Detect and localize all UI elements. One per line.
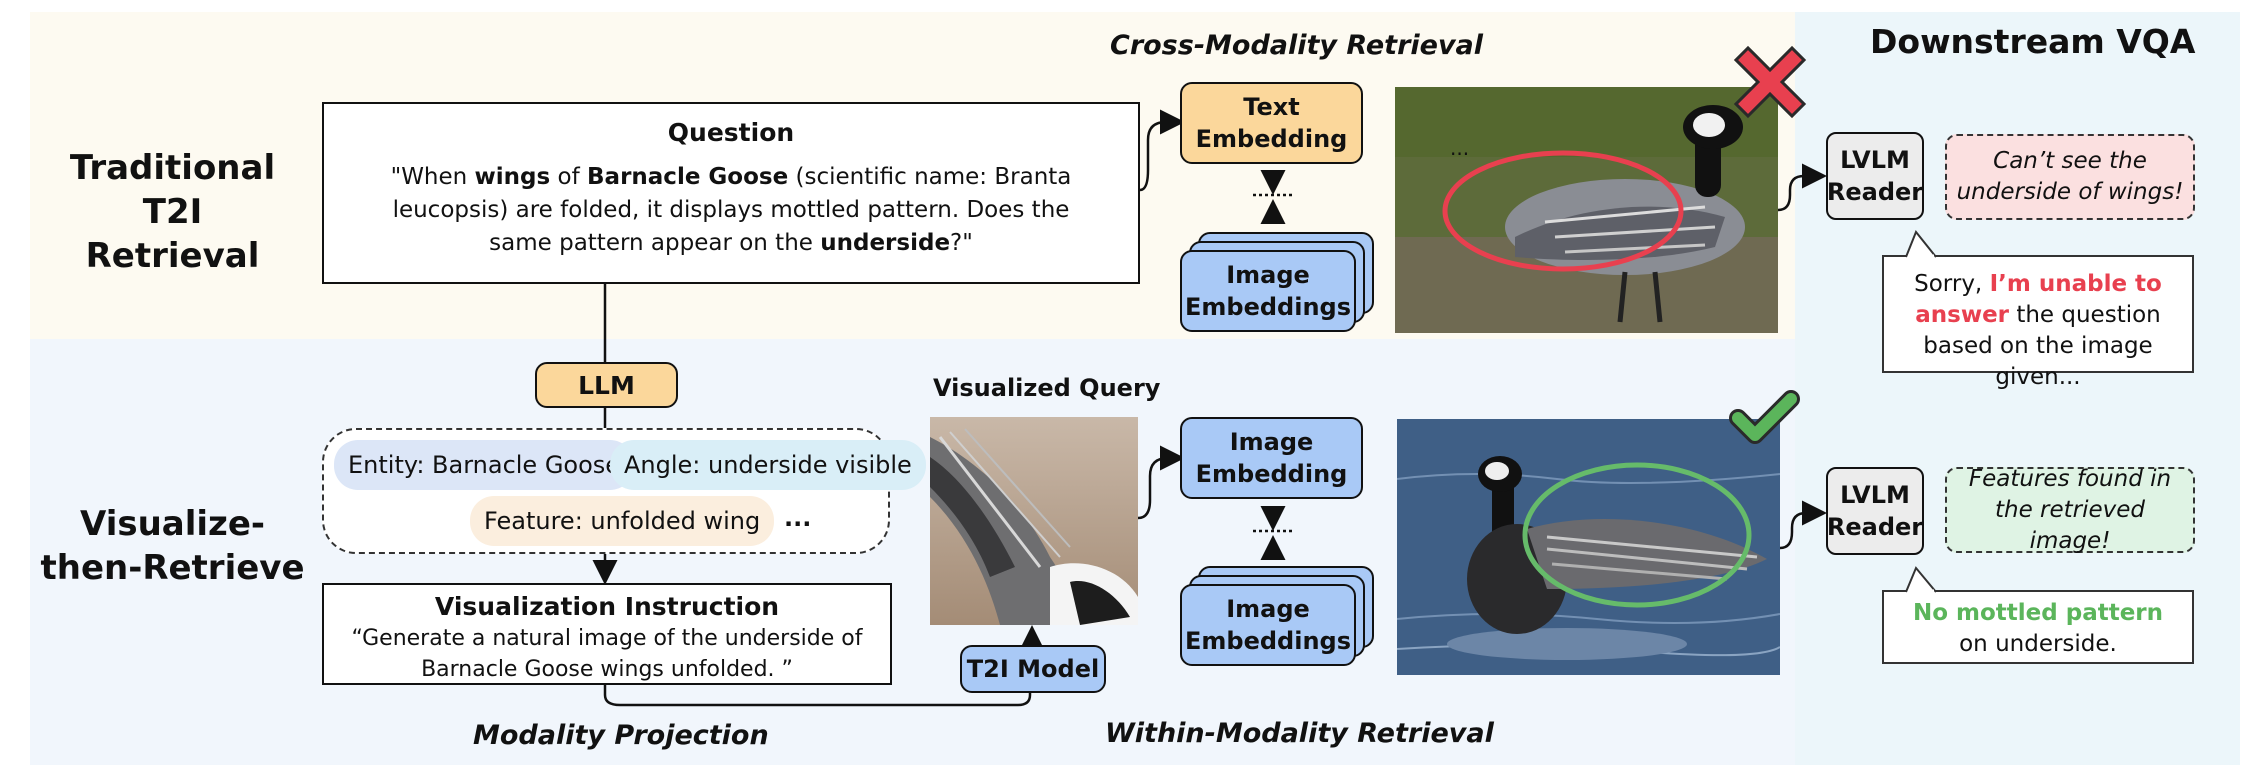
cross-modality-title: Cross-Modality Retrieval [1110, 30, 1484, 61]
downstream-vqa-title: Downstream VQA [1870, 22, 2196, 61]
question-box: Question "When wings of Barnacle Goose (… [322, 102, 1140, 284]
instruction-box: Visualization Instruction “Generate a na… [322, 583, 892, 685]
visualized-query-title: Visualized Query [933, 374, 1161, 402]
row-label-traditional: Traditional T2I Retrieval [69, 148, 276, 276]
llm-box: LLM [535, 362, 678, 408]
more-ellipsis: ... [784, 504, 812, 532]
angle-pill: Angle: underside visible [610, 440, 926, 490]
answer-highlight: No mottled pattern [1912, 600, 2164, 626]
check-icon [1729, 390, 1800, 444]
observation-bubble-top: Can’t see the underside of wings! [1945, 134, 2195, 220]
question-title: Question [667, 118, 795, 147]
entity-pill: Entity: Barnacle Goose [334, 440, 635, 490]
row-label-visualize: Visualize- then-Retrieve [40, 504, 305, 588]
question-part: (scientific name: Branta leucopsis) are … [392, 164, 1072, 256]
visualized-query-image [930, 417, 1138, 625]
question-text: "When wings of Barnacle Goose (scientifi… [364, 161, 1098, 260]
image-embedding-box: Image Embedding [1180, 417, 1363, 499]
answer-prefix: Sorry, [1914, 271, 1990, 297]
question-part-bold: Barnacle Goose [587, 164, 789, 190]
answer-bubble-bottom: No mottled pattern on underside. [1882, 590, 2194, 664]
observation-bubble-bottom: Features found in the retrieved image! [1945, 466, 2195, 554]
t2i-model-box: T2I Model [960, 645, 1106, 693]
feature-pill: Feature: unfolded wing [470, 496, 775, 546]
question-part: of [550, 164, 588, 190]
lvlm-reader-bottom: LVLM Reader [1826, 467, 1924, 555]
question-part-bold: underside [820, 230, 951, 256]
question-part-bold: wings [474, 164, 551, 190]
instruction-text: “Generate a natural image of the undersi… [351, 626, 863, 682]
question-part: "When [390, 164, 475, 190]
cross-icon [1733, 45, 1807, 119]
answer-highlight: I’m unable to answer [1915, 271, 2162, 328]
answer-suffix: on underside. [1959, 631, 2117, 657]
retrieved-image-top: ... [1395, 87, 1778, 333]
svg-text:...: ... [1450, 136, 1469, 160]
lvlm-reader-top: LVLM Reader [1826, 132, 1924, 220]
answer-suffix: the question based on the image given... [1923, 302, 2161, 390]
within-modality-title: Within-Modality Retrieval [1105, 718, 1494, 749]
answer-bubble-top: Sorry, I’m unable to answer the question… [1882, 255, 2194, 390]
text-embedding-box: Text Embedding [1180, 82, 1363, 164]
question-part: ?" [950, 230, 973, 256]
instruction-title: Visualization Instruction [434, 592, 780, 621]
modality-projection-title: Modality Projection [473, 720, 769, 751]
retrieved-image-bottom [1397, 419, 1780, 675]
image-embeddings-box: Image Embeddings [1180, 584, 1356, 666]
attributes-box: Entity: Barnacle Goose Angle: underside … [322, 428, 926, 554]
image-embeddings-box: Image Embeddings [1180, 250, 1356, 332]
